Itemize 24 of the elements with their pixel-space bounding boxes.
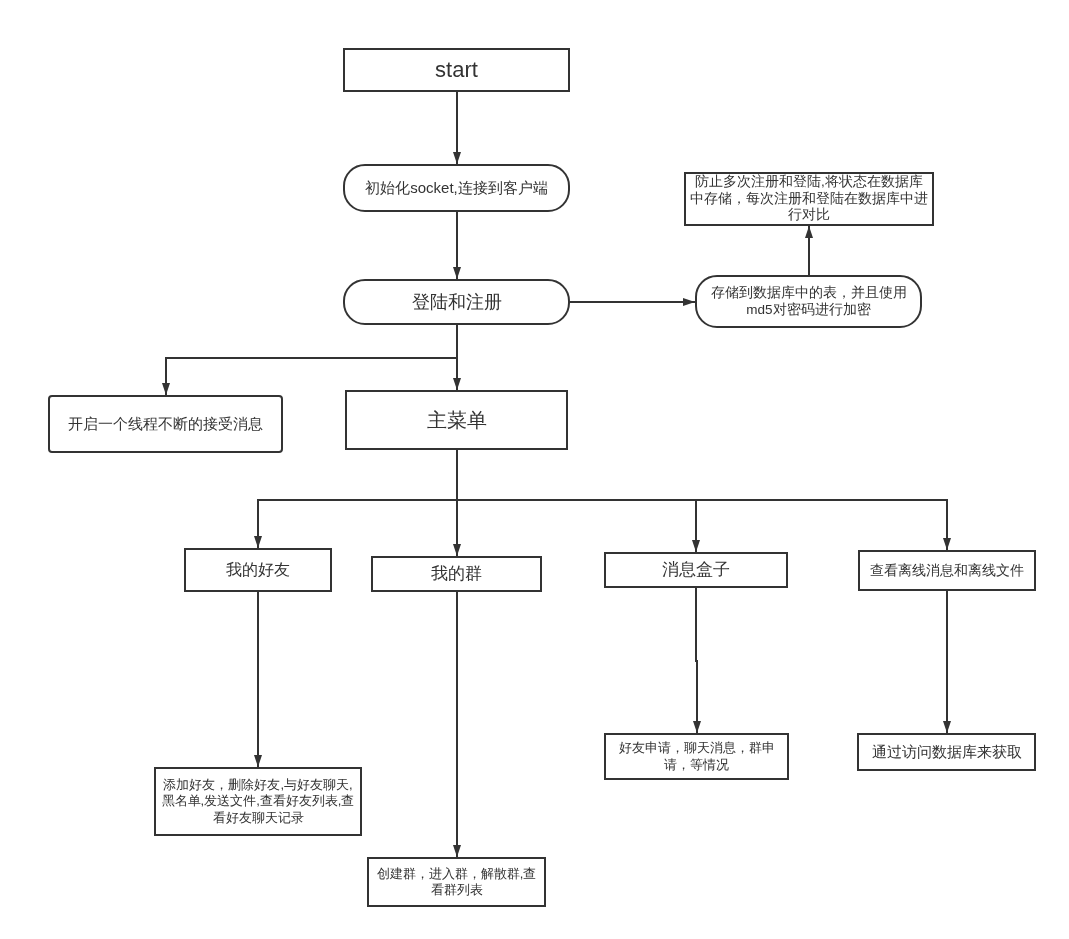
note-box: 防止多次注册和登陆,将状态在数据库中存储，每次注册和登陆在数据库中进行对比 — [684, 172, 934, 226]
arrow — [453, 91, 461, 165]
process-box: 开启一个线程不断的接受消息 — [48, 395, 283, 453]
menu-item-box: 我的好友 — [184, 548, 332, 592]
arrow — [254, 591, 262, 768]
process-box: 登陆和注册 — [343, 279, 570, 325]
arrow — [453, 324, 461, 391]
arrow — [453, 591, 461, 858]
menu-item-box: 查看离线消息和离线文件 — [858, 550, 1036, 591]
menu-box: 主菜单 — [345, 390, 568, 450]
description-box: 创建群，进入群，解散群,查看群列表 — [367, 857, 546, 907]
arrow — [693, 587, 701, 734]
start-box: start — [343, 48, 570, 92]
arrow — [943, 590, 951, 734]
process-box: 存储到数据库中的表，并且使用md5对密码进行加密 — [695, 275, 922, 328]
description-box: 好友申请，聊天消息，群申请，等情况 — [604, 733, 789, 780]
arrow — [569, 298, 696, 306]
arrow — [805, 225, 813, 276]
description-box: 通过访问数据库来获取 — [857, 733, 1036, 771]
arrow — [453, 211, 461, 280]
menu-item-box: 我的群 — [371, 556, 542, 592]
menu-item-box: 消息盒子 — [604, 552, 788, 588]
description-box: 添加好友，删除好友,与好友聊天,黑名单,发送文件,查看好友列表,查看好友聊天记录 — [154, 767, 362, 836]
process-box: 初始化socket,连接到客户端 — [343, 164, 570, 212]
